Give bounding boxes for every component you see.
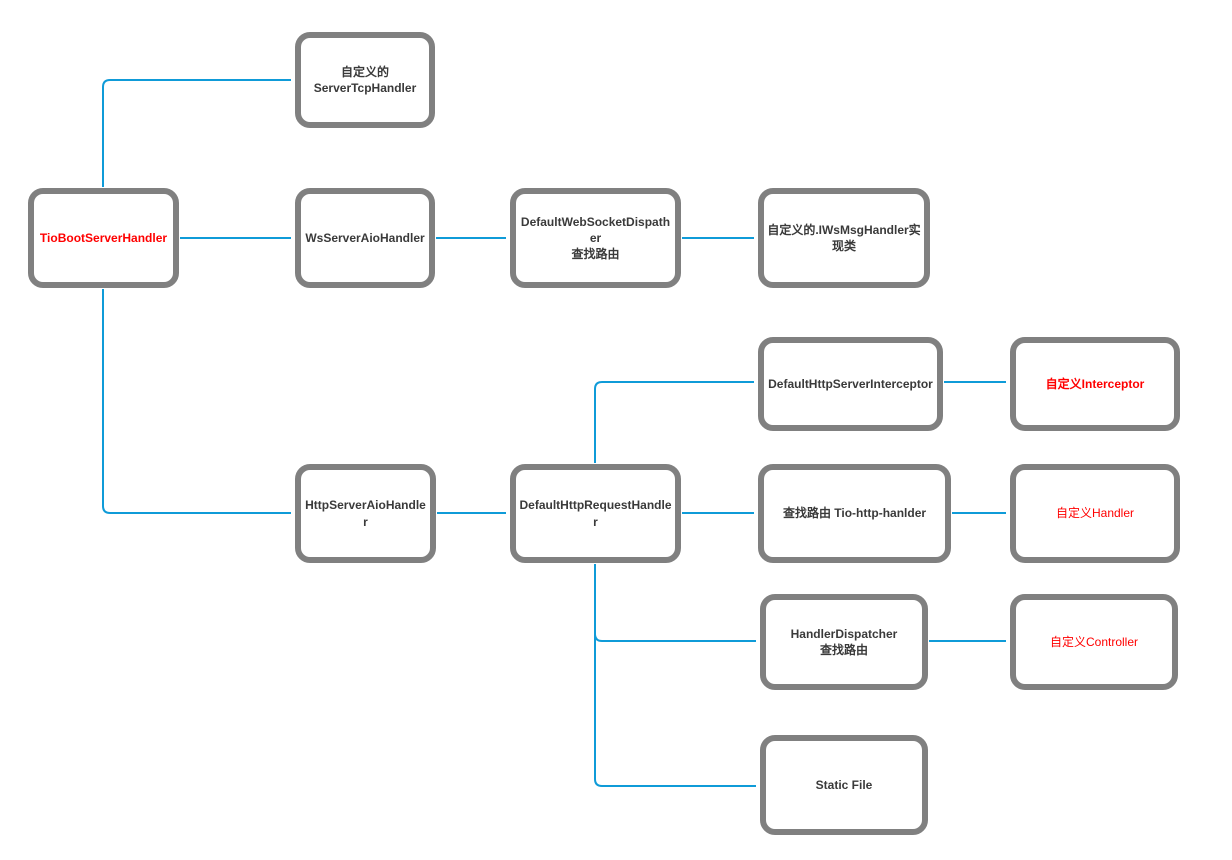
node-label-tio-boot-server-handler: TioBootServerHandler <box>39 230 168 245</box>
node-custom-interceptor: 自定义Interceptor <box>1010 337 1180 431</box>
node-label-default-websocket-dispatcher: DefaultWebSocketDispather 查找路由 <box>520 214 671 262</box>
node-custom-controller: 自定义Controller <box>1010 594 1178 690</box>
node-label-ws-server-aio-handler: WsServerAioHandler <box>305 230 425 245</box>
node-default-http-server-interceptor: DefaultHttpServerInterceptor <box>758 337 943 431</box>
node-label-static-file: Static File <box>815 777 873 792</box>
node-label-http-server-aio-handler: HttpServerAioHandler <box>305 498 426 529</box>
node-tio-boot-server-handler: TioBootServerHandler <box>28 188 179 288</box>
node-label-custom-iwsmsghandler-impl: 自定义的.IWsMsgHandler实现类 <box>767 222 921 253</box>
node-http-server-aio-handler: HttpServerAioHandler <box>295 464 436 563</box>
node-find-route-tio-http-handler: 查找路由 Tio-http-hanlder <box>758 464 951 563</box>
node-label-custom-server-tcp-handler: 自定义的 ServerTcpHandler <box>313 64 417 95</box>
node-ws-server-aio-handler: WsServerAioHandler <box>295 188 435 288</box>
node-static-file: Static File <box>760 735 928 835</box>
edge-tio-to-http-aio <box>102 289 291 514</box>
node-label-custom-handler: 自定义Handler <box>1055 506 1135 521</box>
node-label-custom-interceptor: 自定义Interceptor <box>1045 376 1145 391</box>
node-default-http-request-handler: DefaultHttpRequestHandler <box>510 464 681 563</box>
node-default-websocket-dispatcher: DefaultWebSocketDispather 查找路由 <box>510 188 681 288</box>
node-label-custom-controller: 自定义Controller <box>1049 634 1139 649</box>
edge-request-handler-to-interceptor <box>594 381 754 463</box>
node-handler-dispatcher: HandlerDispatcher 查找路由 <box>760 594 928 690</box>
node-custom-handler: 自定义Handler <box>1010 464 1180 563</box>
node-custom-iwsmsghandler-impl: 自定义的.IWsMsgHandler实现类 <box>758 188 930 288</box>
node-label-default-http-request-handler: DefaultHttpRequestHandler <box>519 498 672 529</box>
node-label-find-route-tio-http-handler: 查找路由 Tio-http-hanlder <box>782 506 927 521</box>
node-label-handler-dispatcher: HandlerDispatcher 查找路由 <box>790 626 898 657</box>
edge-request-handler-to-static <box>594 564 756 787</box>
edge-request-handler-to-dispatcher <box>594 564 756 642</box>
node-custom-server-tcp-handler: 自定义的 ServerTcpHandler <box>295 32 435 128</box>
edge-tio-to-custom-tcp <box>102 79 291 187</box>
node-label-default-http-server-interceptor: DefaultHttpServerInterceptor <box>768 376 933 391</box>
